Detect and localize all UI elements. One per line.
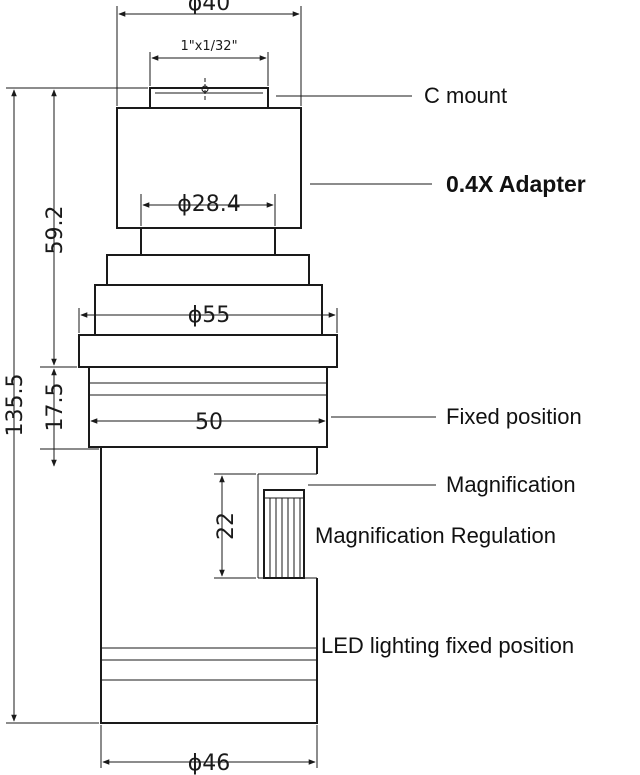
bottom-diameter-label: ϕ46 (188, 751, 231, 775)
height-59-label: 59.2 (43, 206, 68, 255)
thread-label: 1"x1/32" (180, 39, 237, 54)
c-mount-label: C mount (424, 83, 507, 108)
width-50-label: 50 (195, 410, 223, 435)
fixed-position-label: Fixed position (446, 404, 582, 429)
stepped-ring (94, 284, 323, 336)
dim-width-50: 50 (90, 410, 326, 435)
top-diameter-label: ϕ40 (188, 0, 231, 16)
fixed-ring (88, 366, 328, 448)
dim-height-59: 59.2 (40, 89, 77, 368)
collar-diameter-label: ϕ55 (188, 303, 231, 328)
dim-total-height: 135.5 (3, 87, 148, 724)
adapter-diameter-label: ϕ28.4 (177, 192, 241, 217)
total-height-label: 135.5 (3, 374, 28, 437)
dim-top-diameter: ϕ40 (116, 0, 302, 106)
callout-magnification-regulation: Magnification Regulation (315, 523, 556, 548)
callout-c-mount: C mount (276, 83, 507, 108)
dim-thread: 1"x1/32" (149, 39, 269, 86)
dim-height-22: 22 (214, 473, 256, 579)
callout-adapter: 0.4X Adapter (310, 171, 586, 197)
callout-magnification: Magnification (308, 472, 576, 497)
magnification-knurl (263, 489, 305, 579)
dim-adapter-diameter: ϕ28.4 (140, 192, 276, 226)
dim-bottom-diameter: ϕ46 (100, 725, 318, 775)
height-22-label: 22 (214, 512, 239, 540)
height-17-label: 17.5 (43, 383, 68, 432)
adapter-label: 0.4X Adapter (446, 171, 586, 197)
dim-collar-diameter: ϕ55 (78, 303, 338, 333)
magnification-regulation-label: Magnification Regulation (315, 523, 556, 548)
upper-collar (106, 254, 310, 286)
callout-led-fixed-position: LED lighting fixed position (317, 633, 574, 658)
main-flange (78, 334, 338, 368)
magnification-label: Magnification (446, 472, 576, 497)
dim-height-17: 17.5 (40, 368, 99, 467)
led-fixed-position-label: LED lighting fixed position (321, 633, 574, 658)
c-mount-thread (149, 87, 269, 109)
adapter-neck (140, 227, 276, 256)
adapter-body (116, 107, 302, 229)
lens-body (78, 78, 338, 724)
callout-fixed-position: Fixed position (331, 404, 582, 429)
